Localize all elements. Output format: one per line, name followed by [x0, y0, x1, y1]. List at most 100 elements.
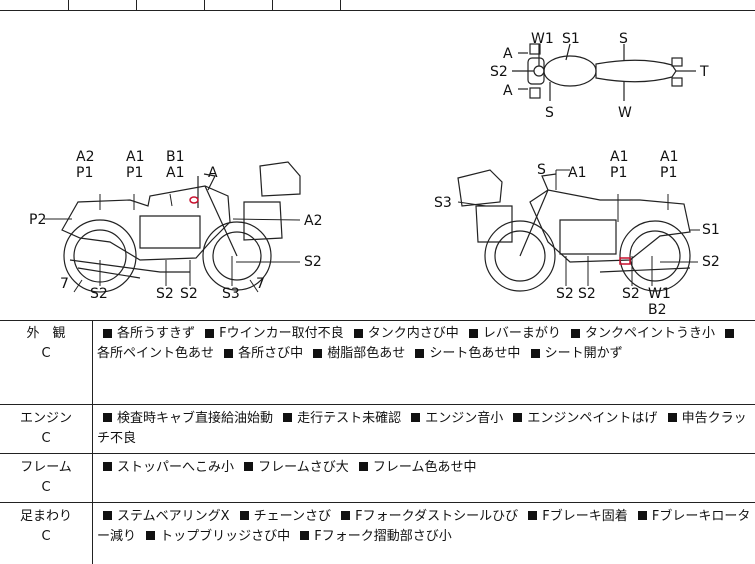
label-p1: P1 — [126, 166, 143, 180]
section-items: 検査時キャブ直接給油始動 走行テスト未確認 エンジン音小 エンジンペイントはげ … — [93, 404, 755, 453]
label-p1: P1 — [76, 166, 93, 180]
section-items: ステムベアリングX チェーンさび Fフォークダストシールひび Fブレーキ固着 F… — [93, 502, 755, 564]
label-a: A — [208, 166, 218, 180]
label-s2: S2 — [556, 287, 574, 301]
bullet-square-icon — [411, 413, 420, 422]
label-s3: S3 — [434, 196, 452, 210]
bullet-square-icon — [205, 329, 214, 338]
motorcycle-damage-diagram: W1 S1 S A S2 A T S W A2 P1 A1 P1 B1 A1 A… — [0, 10, 755, 321]
bullet-square-icon — [469, 329, 478, 338]
label-b1: B1 — [166, 150, 185, 164]
section-name: 足まわり — [4, 507, 88, 527]
label-7: 7 — [60, 277, 69, 291]
bullet-square-icon — [571, 329, 580, 338]
bullet-square-icon — [725, 329, 734, 338]
label-w: W — [618, 106, 632, 120]
label-s3: S3 — [222, 287, 240, 301]
bullet-square-icon — [103, 462, 112, 471]
section-name: エンジン — [4, 409, 88, 429]
section-name: 外 観 — [4, 324, 88, 344]
damage-marker-right — [620, 258, 630, 264]
label-a: A — [503, 84, 513, 98]
bullet-square-icon — [283, 413, 292, 422]
condition-item: エンジン音小 — [425, 411, 507, 426]
bullet-square-icon — [244, 462, 253, 471]
bullet-square-icon — [415, 349, 424, 358]
label-a1: A1 — [126, 150, 144, 164]
label-s2: S2 — [156, 287, 174, 301]
condition-item: Fフォークダストシールひび — [355, 509, 522, 524]
damage-marker-left — [190, 197, 198, 203]
condition-item: フレーム色あせ中 — [373, 460, 477, 475]
label-w1: W1 — [648, 287, 671, 301]
right-side-motorcycle — [458, 170, 690, 291]
bullet-square-icon — [341, 511, 350, 520]
label-p1: P1 — [660, 166, 677, 180]
condition-item: チェーンさび — [254, 509, 335, 524]
label-s1: S1 — [562, 32, 580, 46]
bullet-square-icon — [146, 531, 155, 540]
label-p2: P2 — [29, 213, 46, 227]
label-t: T — [700, 65, 709, 79]
label-s: S — [619, 32, 628, 46]
bullet-square-icon — [528, 511, 537, 520]
condition-item: 各所ペイント色あせ — [97, 346, 218, 361]
bullet-square-icon — [531, 349, 540, 358]
label-b2: B2 — [648, 303, 667, 317]
leader-lines — [44, 170, 700, 292]
label-s2: S2 — [304, 255, 322, 269]
label-a: A — [503, 47, 513, 61]
bullet-square-icon — [313, 349, 322, 358]
bullet-square-icon — [224, 349, 233, 358]
left-side-motorcycle — [62, 162, 300, 292]
label-a1: A1 — [610, 150, 628, 164]
bullet-square-icon — [359, 462, 368, 471]
label-s2: S2 — [90, 287, 108, 301]
label-s2: S2 — [180, 287, 198, 301]
condition-item: ストッパーへこみ小 — [117, 460, 238, 475]
condition-item: シート開かず — [545, 346, 623, 361]
label-w1: W1 — [531, 32, 554, 46]
label-a1: A1 — [568, 166, 586, 180]
bullet-square-icon — [103, 413, 112, 422]
condition-item: ステムベアリングX — [117, 509, 234, 524]
bullet-square-icon — [103, 511, 112, 520]
bullet-square-icon — [668, 413, 677, 422]
label-s1: S1 — [702, 223, 720, 237]
condition-item: シート色あせ中 — [429, 346, 524, 361]
condition-item: レバーまがり — [483, 326, 565, 341]
label-7: 7 — [256, 277, 265, 291]
top-view-motorcycle — [512, 44, 696, 101]
condition-item: 各所うすきず — [117, 326, 199, 341]
condition-item: 走行テスト未確認 — [297, 411, 405, 426]
section-name: フレーム — [4, 458, 88, 478]
section-grade: C — [4, 344, 88, 364]
section-items: 各所うすきず Fウインカー取付不良 タンク内さび中 レバーまがり タンクペイント… — [93, 320, 755, 404]
label-a1: A1 — [660, 150, 678, 164]
condition-item: フレームさび大 — [258, 460, 353, 475]
condition-item: 樹脂部色あせ — [327, 346, 409, 361]
condition-item: 検査時キャブ直接給油始動 — [117, 411, 277, 426]
bullet-square-icon — [103, 329, 112, 338]
section-grade: C — [4, 478, 88, 498]
label-a2: A2 — [304, 214, 322, 228]
section-grade: C — [4, 527, 88, 547]
motorcycle-drawings — [0, 10, 755, 320]
condition-item: 各所さび中 — [238, 346, 307, 361]
label-s2: S2 — [490, 65, 508, 79]
label-p1: P1 — [610, 166, 627, 180]
bullet-square-icon — [513, 413, 522, 422]
label-a2: A2 — [76, 150, 94, 164]
section-grade: C — [4, 429, 88, 449]
condition-item: タンク内さび中 — [368, 326, 463, 341]
condition-item: エンジンペイントはげ — [527, 411, 661, 426]
bullet-square-icon — [300, 531, 309, 540]
bullet-square-icon — [354, 329, 363, 338]
condition-item: タンクペイントうき小 — [585, 326, 719, 341]
label-s2: S2 — [702, 255, 720, 269]
bullet-square-icon — [638, 511, 647, 520]
